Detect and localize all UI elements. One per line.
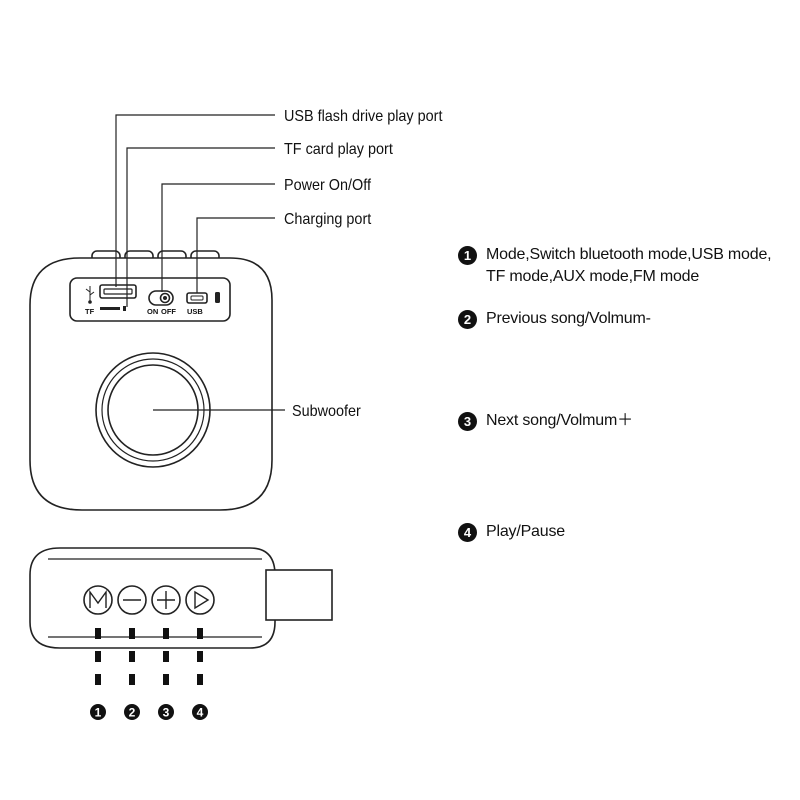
callout-subwoofer: Subwoofer [292,402,361,420]
mode-button [83,585,113,615]
legend-text-1: Mode,Switch bluetooth mode,USB mode, TF … [486,244,772,288]
next-button [151,585,181,615]
badge-3 [158,704,174,720]
legend-1-line-2: TF mode,AUX mode,FM mode [486,268,700,285]
play-button [185,585,215,615]
legend-4-line-1: Play/Pause [486,523,565,540]
previous-button [117,585,147,615]
play-icon [194,590,210,610]
legend-item-4: 4 Play/Pause [458,523,788,543]
badge-2 [124,704,140,720]
legend-text-3: Next song/Volmum＋ [486,410,633,432]
badge-2-text: 2 [129,706,136,720]
legend-badge-1: 1 [458,246,477,265]
callout-power: Power On/Off [284,176,372,194]
power-switch [148,290,174,306]
legend-badge-3: 3 [458,412,477,431]
legend-text-4: Play/Pause [486,521,565,543]
badge-1-text: 1 [95,706,102,720]
usb-slot [99,284,137,299]
tf-label: TF [85,307,95,316]
usb-label: USB [187,307,203,316]
power-leader [161,183,275,292]
speaker-top-view [29,547,333,649]
legend-item-3: 3 Next song/Volmum＋ [458,412,788,432]
speaker-body [29,257,273,511]
legend-badge-2: 2 [458,310,477,329]
badge-4 [192,704,208,720]
badge-4-text: 4 [197,706,204,720]
strap [265,569,333,621]
speaker-front-view [29,250,273,511]
callout-lines [115,114,285,411]
off-label: OFF [161,307,176,316]
charging-leader [196,217,275,293]
legend-text-2: Previous song/Volmum- [486,308,651,330]
tf-port-leader [126,147,275,307]
usb-symbol-icon [85,286,95,304]
port-panel [69,277,231,322]
legend-1-line-1: Mode,Switch bluetooth mode,USB mode, [486,246,772,263]
legend-badge-4: 4 [458,523,477,542]
legend-2-line-1: Previous song/Volmum- [486,310,651,327]
button-markers [95,628,203,685]
mode-m-icon [89,589,107,608]
legend-3-line-1: Next song/Volmum＋ [486,412,633,429]
usb-port-leader [115,114,275,287]
badge-1 [90,704,106,720]
tf-slot [100,307,120,310]
callout-usb-port: USB flash drive play port [284,107,443,125]
on-label: ON [147,307,158,316]
legend-item-1: 1 Mode,Switch bluetooth mode,USB mode, T… [458,246,788,288]
indicator-light [215,292,220,303]
badge-3-text: 3 [163,706,170,720]
callout-tf-port: TF card play port [284,140,394,158]
callout-charging: Charging port [284,210,372,228]
button-number-badges: 1 2 3 4 [90,704,208,720]
legend-item-2: 2 Previous song/Volmum- [458,310,788,330]
